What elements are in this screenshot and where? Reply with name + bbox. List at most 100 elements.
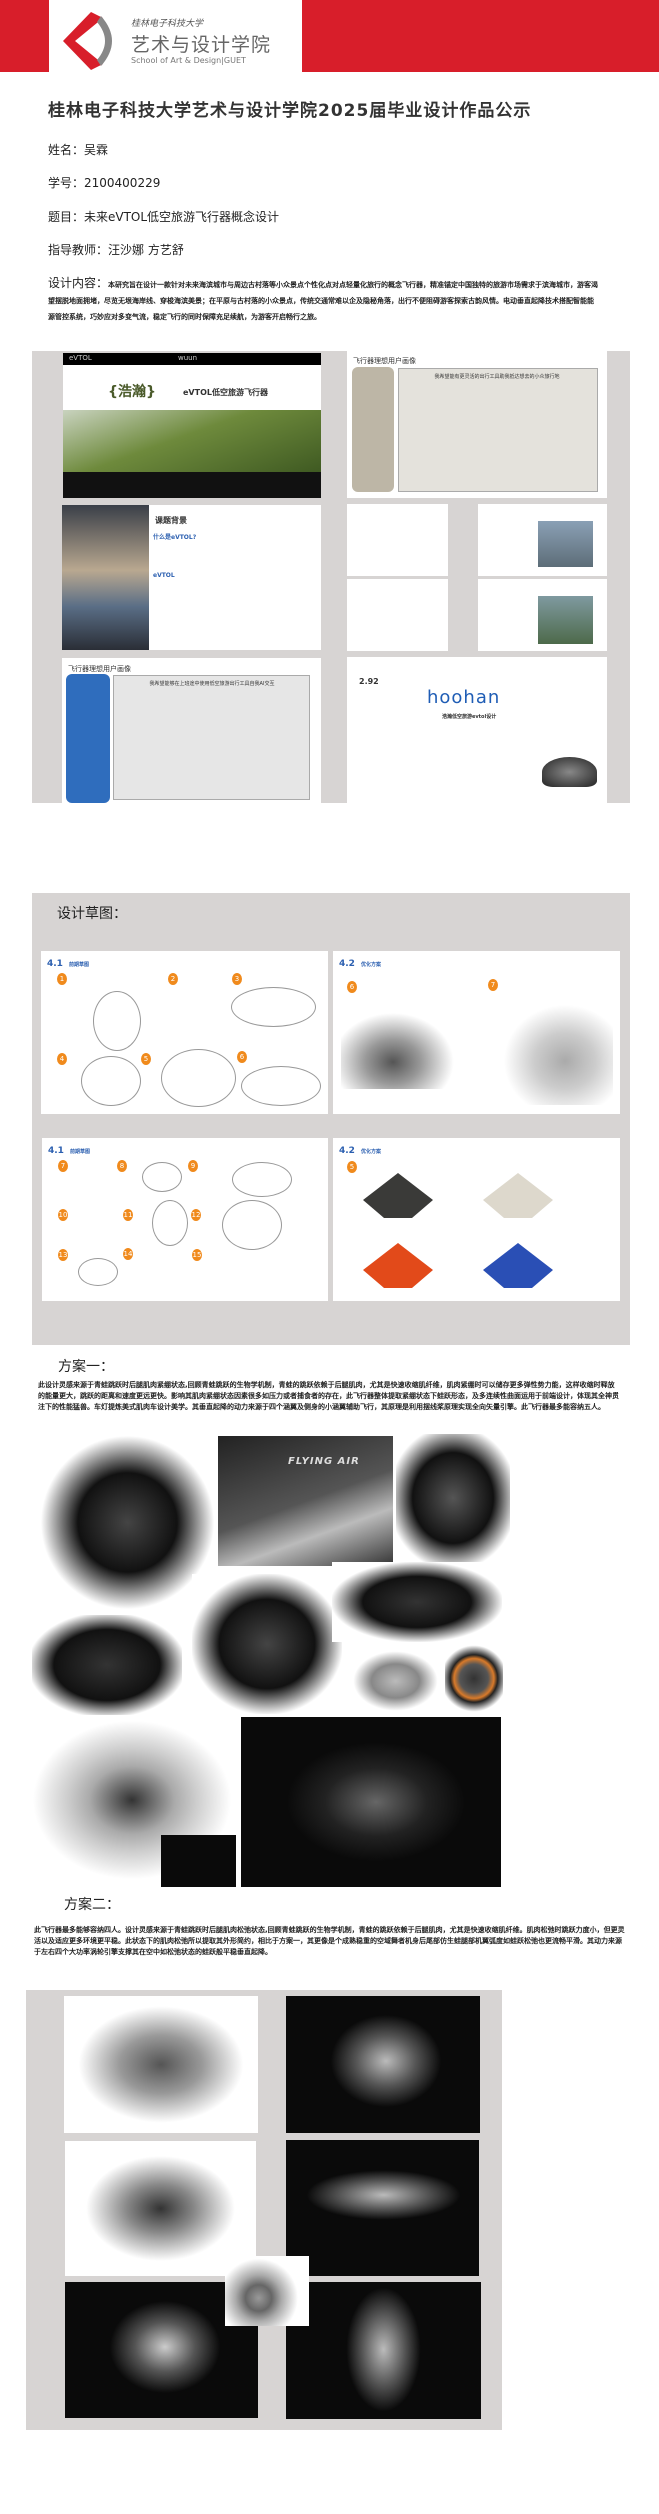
logo-english: School of Art & Design|GUET — [131, 56, 246, 65]
bg-subtitle: eVTOL — [153, 572, 175, 579]
description-label: 设计内容： — [48, 276, 109, 290]
page-title: 桂林电子科技大学艺术与设计学院2025届毕业设计作品公示 — [48, 101, 532, 121]
board-label: 前期草图 — [68, 962, 89, 968]
brand-line: 浩瀚低空旅游evtol设计 — [442, 714, 497, 720]
red-variant — [363, 1243, 433, 1288]
mini-slide-4 — [478, 579, 607, 651]
persona-title: 飞行器理想用户画像 — [353, 357, 416, 365]
plan2-title: 方案二： — [64, 1897, 120, 1913]
sketch-number: 6 — [237, 1051, 247, 1063]
black-variant — [363, 1173, 433, 1218]
sketch-number: 14 — [123, 1248, 133, 1260]
plan2-text: 此飞行器最多能够容纳四人。设计灵感来源于青蛙跳跃时后腿肌肉松弛状态,回顾青蛙跳跃… — [34, 1926, 625, 1956]
persona2-title: 飞行器理想用户画像 — [68, 665, 131, 673]
render-front-view — [192, 1574, 342, 1714]
bg-title: 课题背景 — [155, 516, 187, 525]
school-logo: 桂林电子科技大学 艺术与设计学院 School of Art & Design|… — [49, 0, 302, 82]
plan2-render-3 — [65, 2141, 256, 2276]
sketch-number: 13 — [58, 1249, 68, 1261]
description-text: 本研究旨在设计一款针对未来海滨城市与周边古村落等小众景点个性化点对点轻量化旅行的… — [48, 281, 599, 321]
sketch-drawing — [93, 991, 141, 1051]
grey-render-sketch — [341, 999, 471, 1089]
plan2-render-4 — [286, 2140, 479, 2276]
board-number: 4.1 — [48, 1146, 64, 1156]
plan1-text: 此设计灵感来源于青蛙跳跃时后腿肌肉紧绷状态,回顾青蛙跳跃的生物学机制，青蛙的跳跃… — [38, 1381, 619, 1411]
flying-air-label: FLYING AIR — [288, 1456, 360, 1467]
board-number: 4.2 — [339, 1146, 355, 1156]
persona-card — [352, 367, 394, 492]
render-detail — [396, 1434, 510, 1562]
city-vehicle-image — [62, 505, 149, 650]
render-interior: FLYING AIR — [218, 1436, 393, 1566]
cover-footer — [63, 472, 321, 498]
persona2-card — [66, 674, 110, 803]
board-number: 4.1 — [47, 959, 63, 969]
sketch-number: 12 — [191, 1209, 201, 1221]
plan2-render-6 — [286, 2282, 481, 2419]
sketch-drawing — [142, 1162, 182, 1192]
cover-brand: eVTOL — [69, 354, 92, 362]
board-number: 4.2 — [339, 959, 355, 969]
logo-school: 艺术与设计学院 — [131, 34, 272, 56]
persona-slide-2: 飞行器理想用户画像 我希望能够在上班途中使用低空旅游出行工具自我AI交互 — [62, 658, 321, 803]
background-slide: 课题背景 什么是eVTOL? eVTOL — [62, 505, 321, 650]
logo-university: 桂林电子科技大学 — [131, 19, 204, 29]
plan2-render-1 — [64, 1996, 258, 2133]
plan1-title: 方案一： — [58, 1359, 114, 1375]
sketch-title: 设计草图： — [57, 906, 127, 922]
brand-name: hoohan — [427, 687, 501, 708]
sketch-drawing — [78, 1258, 118, 1286]
sketch-number: 7 — [58, 1160, 68, 1172]
mini-slide-2 — [478, 504, 607, 576]
logo-mark-icon — [63, 12, 112, 70]
white-variant — [483, 1173, 553, 1218]
sketch-number: 8 — [117, 1160, 127, 1172]
sketch-number: 4 — [57, 1053, 67, 1065]
persona-slide: 飞行器理想用户画像 我希望能有更灵活的出行工具助我抵达想去的小众旅行地 — [347, 351, 607, 498]
mini-slide-1 — [347, 504, 448, 576]
cover-brand2: wuun — [178, 354, 198, 362]
board-label: 优化方案 — [360, 962, 381, 968]
cover-slide: eVTOL wuun {浩瀚} eVTOL低空旅游飞行器 — [63, 353, 321, 498]
mountain-photo — [63, 410, 321, 472]
render-wheel — [445, 1641, 503, 1716]
sketch-board-optimized-2: 4.2 优化方案 5 — [333, 1138, 620, 1301]
plan2-rotor-detail — [225, 2256, 309, 2326]
advisors: 指导教师：汪沙娜 方艺舒 — [48, 243, 184, 257]
board-label: 前期草图 — [69, 1149, 90, 1155]
render-outline-small — [161, 1835, 236, 1887]
plan2-panel — [26, 1990, 502, 2430]
persona-grid — [398, 368, 598, 492]
sketch-drawing — [232, 1162, 292, 1197]
sketch-number: 3 — [232, 973, 242, 985]
plan2-render-2 — [286, 1996, 480, 2133]
sketch-drawing — [81, 1056, 141, 1106]
brand-number: 2.92 — [359, 677, 379, 686]
sketch-drawing — [161, 1049, 236, 1107]
render-rear-view — [32, 1615, 182, 1715]
render-side-view — [332, 1562, 502, 1642]
cover-title: {浩瀚} — [108, 384, 156, 400]
render-dark-perspective — [241, 1717, 501, 1887]
board-label: 优化方案 — [360, 1149, 381, 1155]
grey-render-sketch — [493, 995, 613, 1105]
sketch-number: 5 — [347, 1161, 357, 1173]
sketch-drawing — [241, 1066, 321, 1106]
blue-variant — [483, 1243, 553, 1288]
sketch-number: 1 — [57, 973, 67, 985]
sketch-number: 7 — [488, 979, 498, 991]
sketch-drawing — [222, 1200, 282, 1250]
vehicle-image — [542, 757, 597, 787]
persona-quote: 我希望能有更灵活的出行工具助我抵达想去的小众旅行地 — [434, 374, 560, 380]
mini-slide-3 — [347, 579, 448, 651]
bg-question: 什么是eVTOL? — [153, 534, 197, 541]
sketch-number: 9 — [188, 1160, 198, 1172]
sketch-number: 5 — [141, 1053, 151, 1065]
student-name: 姓名：吴霖 — [48, 143, 109, 157]
render-top-view — [40, 1435, 215, 1610]
project-topic: 题目：未来eVTOL低空旅游飞行器概念设计 — [48, 210, 280, 224]
